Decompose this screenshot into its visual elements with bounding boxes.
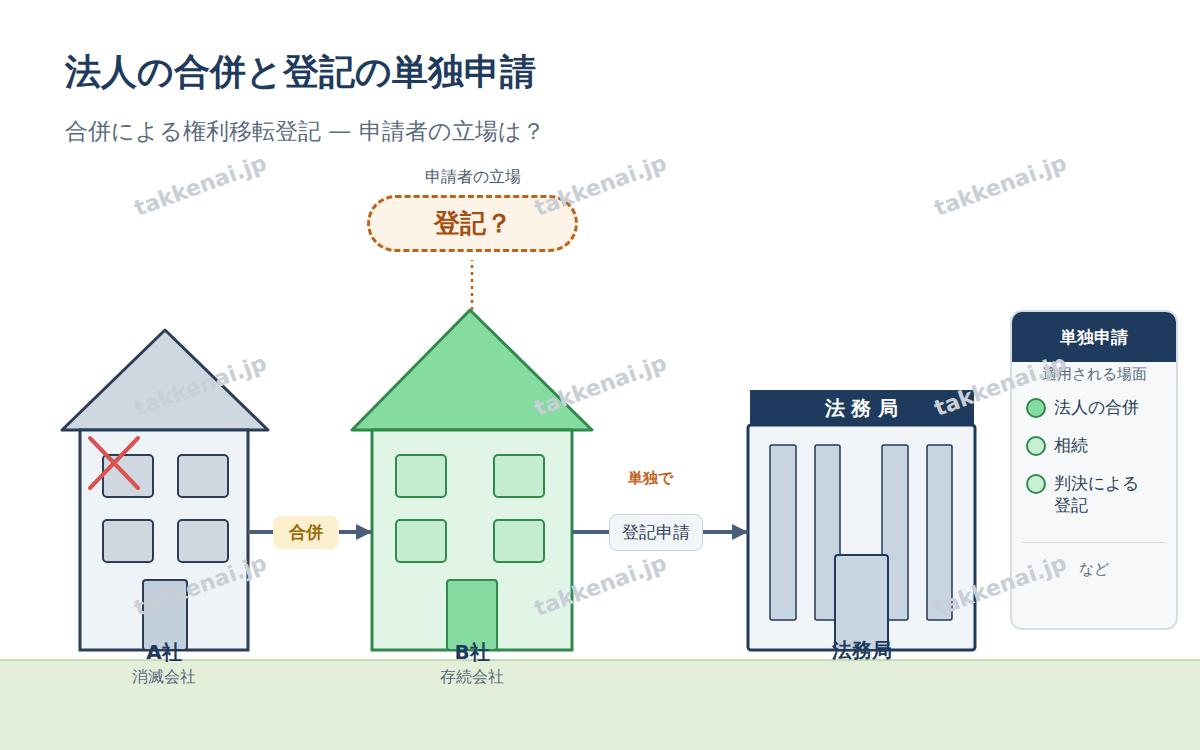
building-a — [62, 330, 268, 650]
company-role: 消滅会社 — [80, 665, 248, 689]
watermark: takkenai.jp — [531, 350, 670, 421]
divider — [1022, 542, 1166, 543]
legend-swatch — [1026, 474, 1046, 494]
title: 法人の合併と登記の単独申請 — [65, 48, 536, 97]
watermark: takkenai.jp — [931, 150, 1070, 221]
company-role: 存続会社 — [372, 665, 572, 689]
legend-text: 法人の合併 — [1054, 396, 1158, 418]
panel-subheading: 適用される場面 — [1012, 364, 1176, 384]
callout: 申請者の立場登記？ — [367, 165, 578, 260]
legend-item: 法人の合併 — [1026, 396, 1166, 418]
callout-text: 登記？ — [367, 195, 578, 252]
legend-swatch — [1026, 436, 1046, 456]
legend-item: 判決による 登記 — [1026, 472, 1166, 516]
edge-label: 合併 — [273, 516, 339, 549]
caption: 合併による権利移転登記 — 申請者の立場は？ — [65, 116, 545, 147]
legend-text: 相続 — [1054, 434, 1158, 456]
bureau-node: 法 務 局法務局 — [748, 390, 975, 680]
bureau-building — [748, 390, 975, 650]
panel-note: など — [1012, 559, 1176, 579]
building-a-node: A社消滅会社 — [80, 330, 248, 705]
watermark: takkenai.jp — [131, 150, 270, 221]
ground — [0, 660, 1200, 750]
company-name: B社 — [372, 639, 572, 665]
callout-heading: 申請者の立場 — [367, 165, 578, 195]
edge-label: 登記申請 — [609, 514, 703, 551]
watermark: takkenai.jp — [131, 350, 270, 421]
building-b-node: B社存続会社 — [372, 310, 572, 705]
legend: 法人の合併相続判決による 登記 — [1012, 396, 1176, 532]
watermark: takkenai.jp — [531, 550, 670, 621]
leader-line — [471, 260, 474, 310]
legend-panel: 単独申請適用される場面法人の合併相続判決による 登記など — [1010, 310, 1178, 630]
legend-item: 相続 — [1026, 434, 1166, 456]
watermark: takkenai.jp — [131, 550, 270, 621]
edge-note: 単独で — [628, 469, 673, 488]
building-b — [352, 310, 592, 650]
bureau-sign: 法 務 局 — [748, 390, 975, 426]
bureau-name: 法務局 — [748, 636, 975, 664]
legend-swatch — [1026, 398, 1046, 418]
company-name: A社 — [80, 639, 248, 665]
panel-heading: 単独申請 — [1012, 312, 1176, 362]
legend-text: 判決による 登記 — [1054, 472, 1158, 516]
